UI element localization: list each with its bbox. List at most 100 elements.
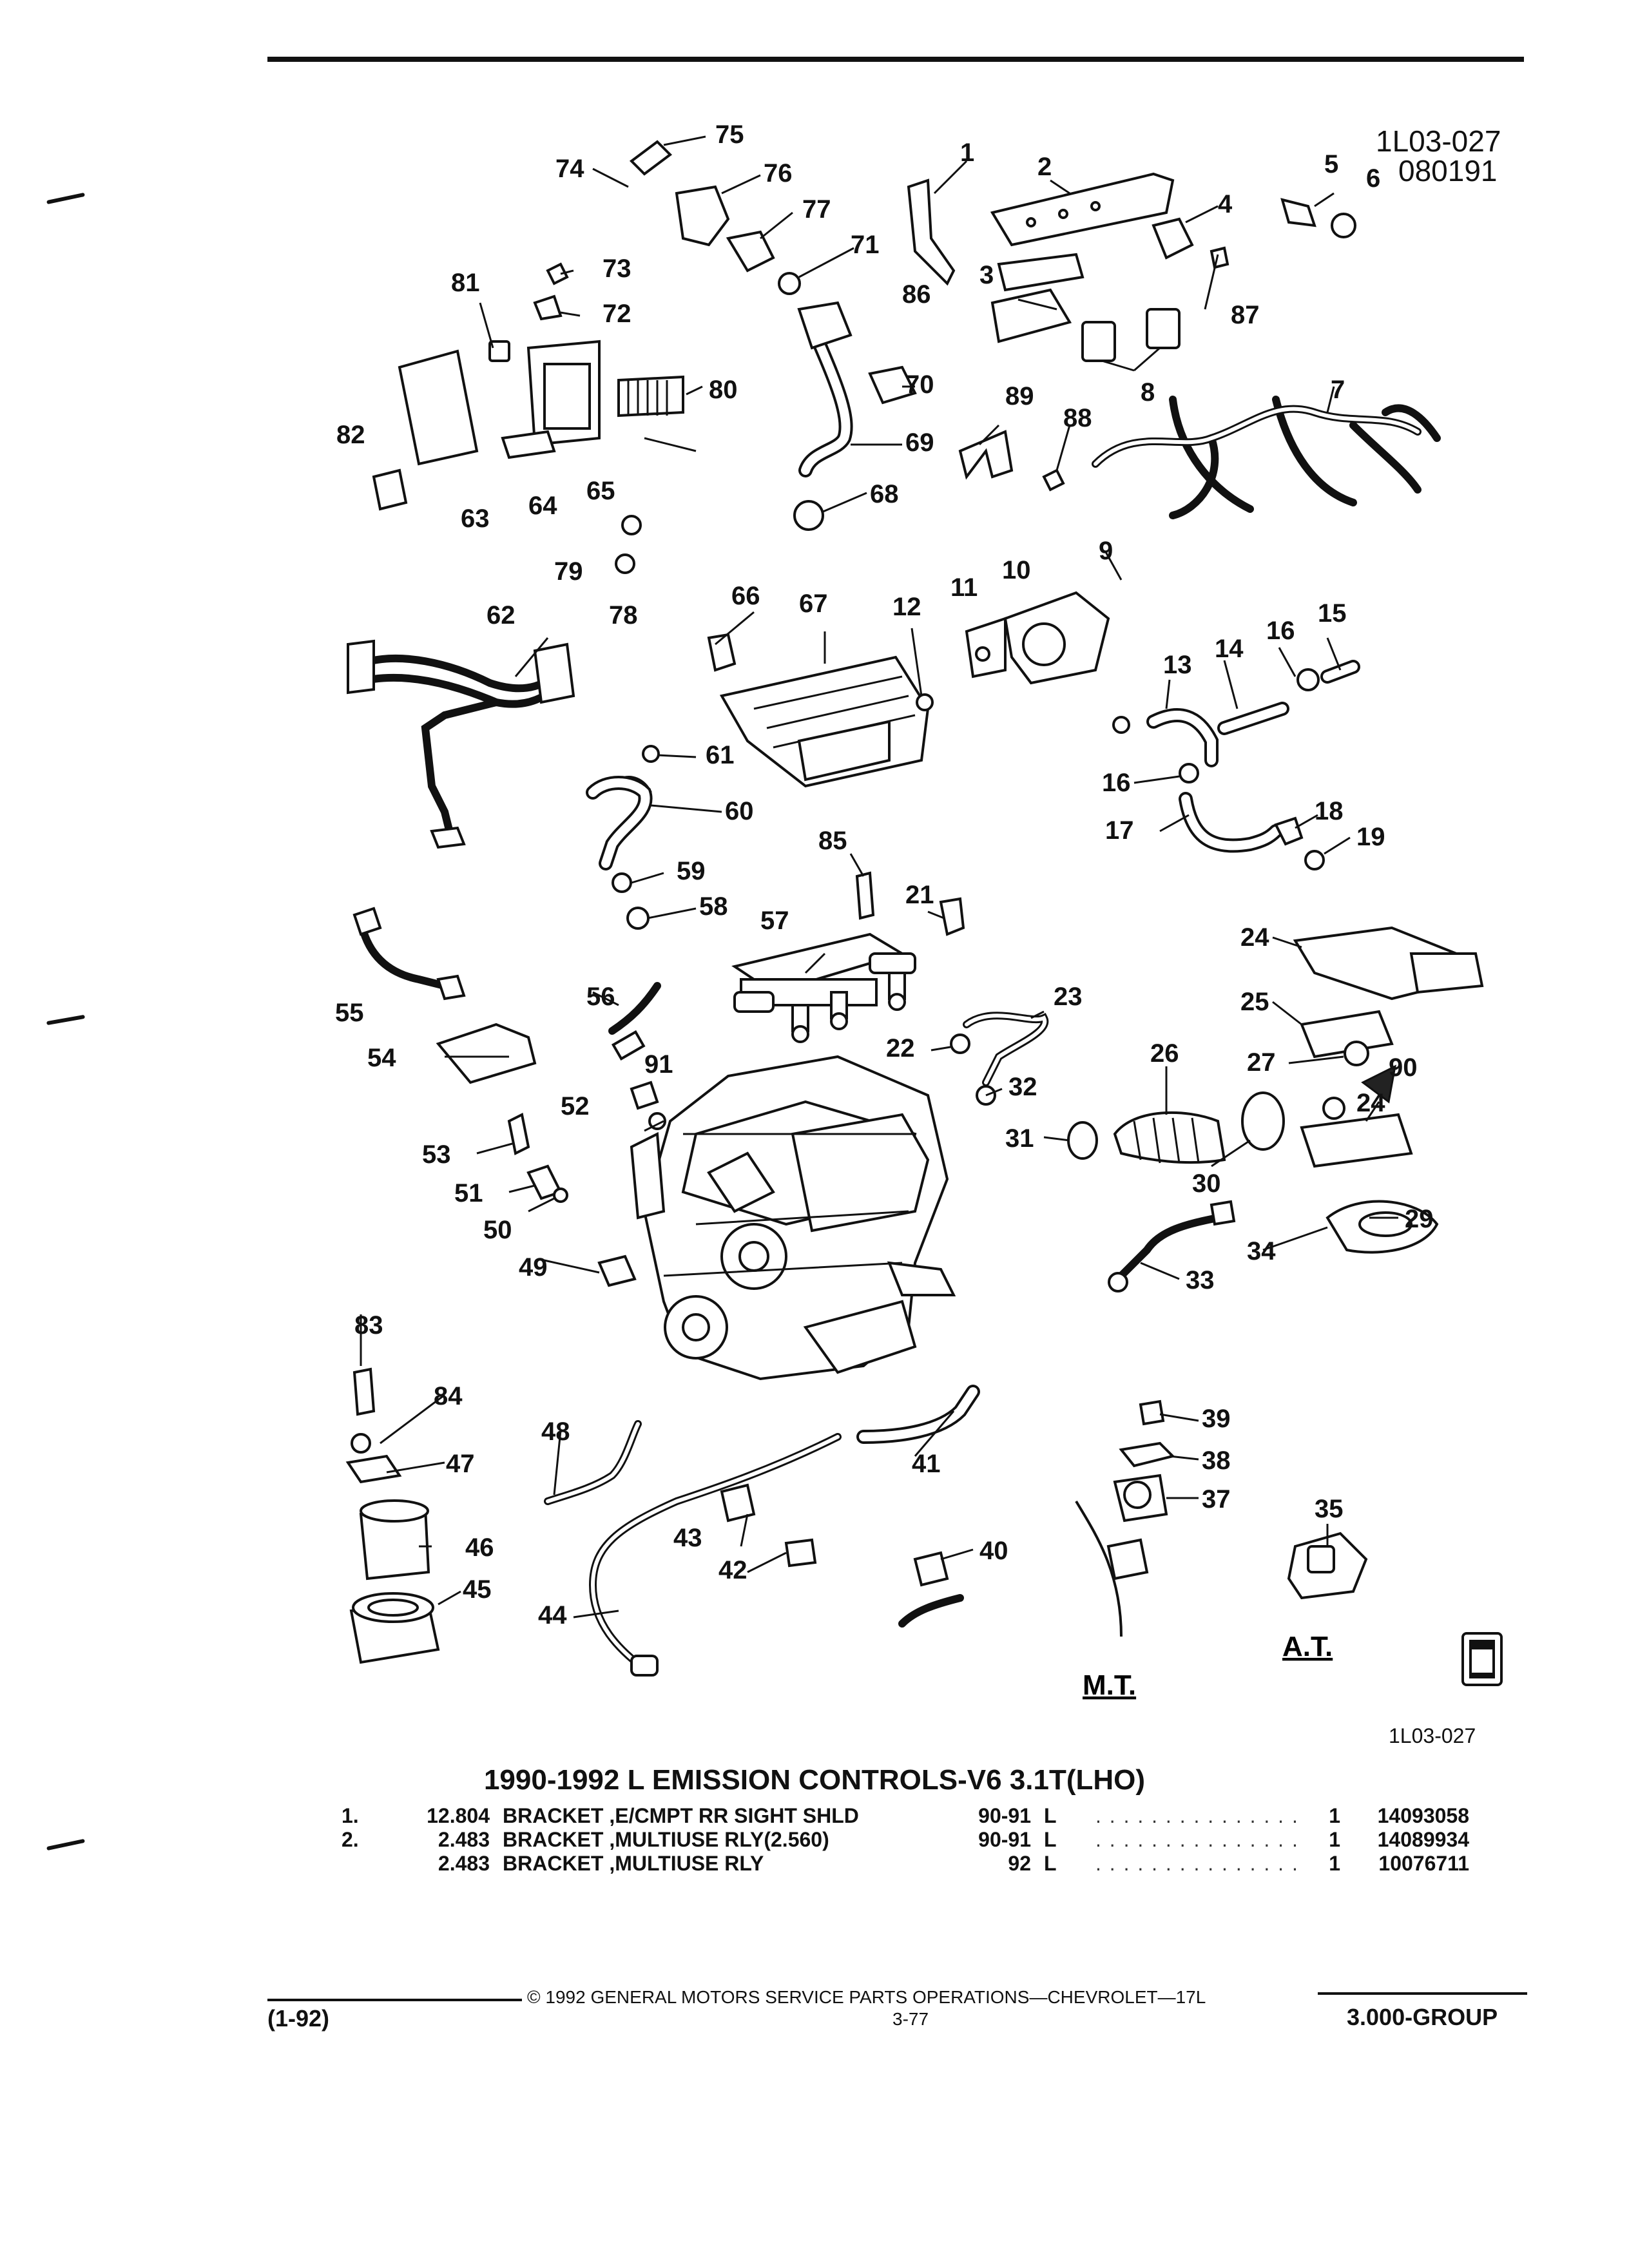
callout-49: 49 bbox=[519, 1253, 548, 1282]
callout-22: 22 bbox=[886, 1034, 915, 1062]
callout-33: 33 bbox=[1186, 1266, 1215, 1294]
callout-21: 21 bbox=[905, 881, 934, 909]
callout-86: 86 bbox=[902, 280, 931, 309]
callout-43: 43 bbox=[673, 1524, 702, 1552]
parts-item-number bbox=[335, 1852, 406, 1876]
callout-47: 47 bbox=[446, 1450, 475, 1478]
ecm-module-group bbox=[372, 140, 801, 574]
callout-71: 71 bbox=[851, 231, 880, 259]
parts-years: 90-91 bbox=[978, 1828, 1031, 1851]
callout-19: 19 bbox=[1356, 823, 1385, 851]
callout-68: 68 bbox=[870, 480, 899, 508]
callout-53: 53 bbox=[422, 1140, 451, 1169]
intake-plenum bbox=[719, 655, 930, 788]
callout-3: 3 bbox=[979, 261, 994, 289]
leader-dots: . . . . . . . . . . . . . . . bbox=[1095, 1828, 1299, 1851]
callout-84: 84 bbox=[434, 1382, 463, 1410]
manual-transmission-label: M.T. bbox=[1083, 1669, 1136, 1701]
throttle-body bbox=[965, 591, 1110, 685]
callout-26: 26 bbox=[1150, 1039, 1179, 1068]
callout-5: 5 bbox=[1324, 150, 1338, 178]
callout-74: 74 bbox=[555, 155, 584, 183]
oxygen-sensors bbox=[352, 907, 1236, 1293]
callout-45: 45 bbox=[463, 1575, 492, 1604]
callout-38: 38 bbox=[1202, 1446, 1231, 1475]
callout-24: 24 bbox=[1240, 923, 1269, 952]
revision-date: (1-92) bbox=[267, 2005, 330, 2032]
callout-48: 48 bbox=[541, 1418, 570, 1446]
callout-75: 75 bbox=[715, 120, 744, 149]
callout-88: 88 bbox=[1063, 404, 1092, 432]
parts-weight: 2.483 bbox=[438, 1852, 490, 1875]
callout-90: 90 bbox=[1389, 1053, 1418, 1082]
callout-46: 46 bbox=[465, 1533, 494, 1562]
parts-number: 14093058 bbox=[1377, 1804, 1469, 1827]
upper-bracket-group bbox=[907, 172, 1356, 492]
callout-51: 51 bbox=[454, 1179, 483, 1207]
callout-60: 60 bbox=[725, 797, 754, 825]
callout-34: 34 bbox=[1247, 1237, 1276, 1265]
parts-series: L bbox=[1044, 1804, 1057, 1827]
callout-6: 6 bbox=[1366, 164, 1380, 193]
callout-44: 44 bbox=[538, 1601, 567, 1629]
page-title: 1990-1992 L EMISSION CONTROLS-V6 3.1T(LH… bbox=[483, 1764, 1146, 1796]
parts-item-number: 2. bbox=[342, 1828, 359, 1851]
callout-37: 37 bbox=[1202, 1485, 1231, 1514]
callout-16: 16 bbox=[1102, 769, 1131, 797]
callout-40: 40 bbox=[979, 1537, 1008, 1565]
callout-9: 9 bbox=[1099, 537, 1113, 565]
parts-description: BRACKET ,MULTIUSE RLY bbox=[503, 1852, 764, 1875]
callout-76: 76 bbox=[764, 159, 793, 187]
callout-29: 29 bbox=[1405, 1205, 1434, 1233]
copyright-notice: © 1992 GENERAL MOTORS SERVICE PARTS OPER… bbox=[527, 1987, 1206, 2007]
callout-87: 87 bbox=[1231, 301, 1260, 329]
callout-62: 62 bbox=[487, 601, 516, 629]
callout-labels: 75 74 76 77 71 73 72 81 80 70 69 68 82 6… bbox=[335, 120, 1476, 1747]
vacuum-hose bbox=[939, 897, 1049, 1106]
callout-89: 89 bbox=[1005, 382, 1034, 410]
callout-1: 1 bbox=[960, 139, 974, 167]
evap-canister-group bbox=[345, 1367, 440, 1664]
callout-85: 85 bbox=[818, 827, 847, 855]
parts-years: 92 bbox=[1008, 1852, 1031, 1875]
parts-description: BRACKET ,E/CMPT RR SIGHT SHLD bbox=[503, 1804, 859, 1827]
reference-code: 1L03-027 bbox=[1376, 124, 1501, 158]
callout-65: 65 bbox=[586, 477, 615, 505]
callout-58: 58 bbox=[699, 892, 728, 921]
callout-50: 50 bbox=[483, 1216, 512, 1244]
reference-date: 080191 bbox=[1398, 154, 1498, 187]
callout-11: 11 bbox=[950, 573, 978, 602]
parts-quantity: 1 bbox=[1329, 1804, 1340, 1827]
leader-lines bbox=[360, 135, 1398, 1619]
pcv-hoses bbox=[1112, 660, 1360, 870]
callout-2: 2 bbox=[1037, 153, 1052, 181]
callout-24: 24 bbox=[1356, 1089, 1385, 1117]
callout-73: 73 bbox=[602, 255, 631, 283]
parts-series: L bbox=[1044, 1828, 1057, 1851]
egr-valve-group bbox=[898, 1399, 1368, 1637]
callout-10: 10 bbox=[1002, 556, 1031, 584]
callout-72: 72 bbox=[602, 300, 631, 328]
callout-66: 66 bbox=[731, 582, 760, 610]
callout-30: 30 bbox=[1192, 1169, 1221, 1198]
callout-83: 83 bbox=[354, 1311, 383, 1340]
parts-number: 14089934 bbox=[1377, 1828, 1469, 1851]
callout-23: 23 bbox=[1054, 983, 1083, 1011]
callout-41: 41 bbox=[912, 1450, 941, 1478]
footer-rule-right bbox=[1318, 1992, 1527, 1995]
callout-39: 39 bbox=[1202, 1405, 1231, 1433]
callout-82: 82 bbox=[336, 421, 365, 449]
callout-32: 32 bbox=[1008, 1073, 1037, 1101]
callout-25: 25 bbox=[1240, 988, 1269, 1016]
left-small-parts bbox=[436, 633, 934, 1287]
callout-14: 14 bbox=[1215, 635, 1244, 663]
parts-quantity: 1 bbox=[1329, 1828, 1340, 1851]
callout-18: 18 bbox=[1315, 797, 1344, 825]
parts-series: L bbox=[1044, 1852, 1057, 1875]
callout-80: 80 bbox=[709, 376, 738, 404]
callout-61: 61 bbox=[706, 741, 735, 769]
